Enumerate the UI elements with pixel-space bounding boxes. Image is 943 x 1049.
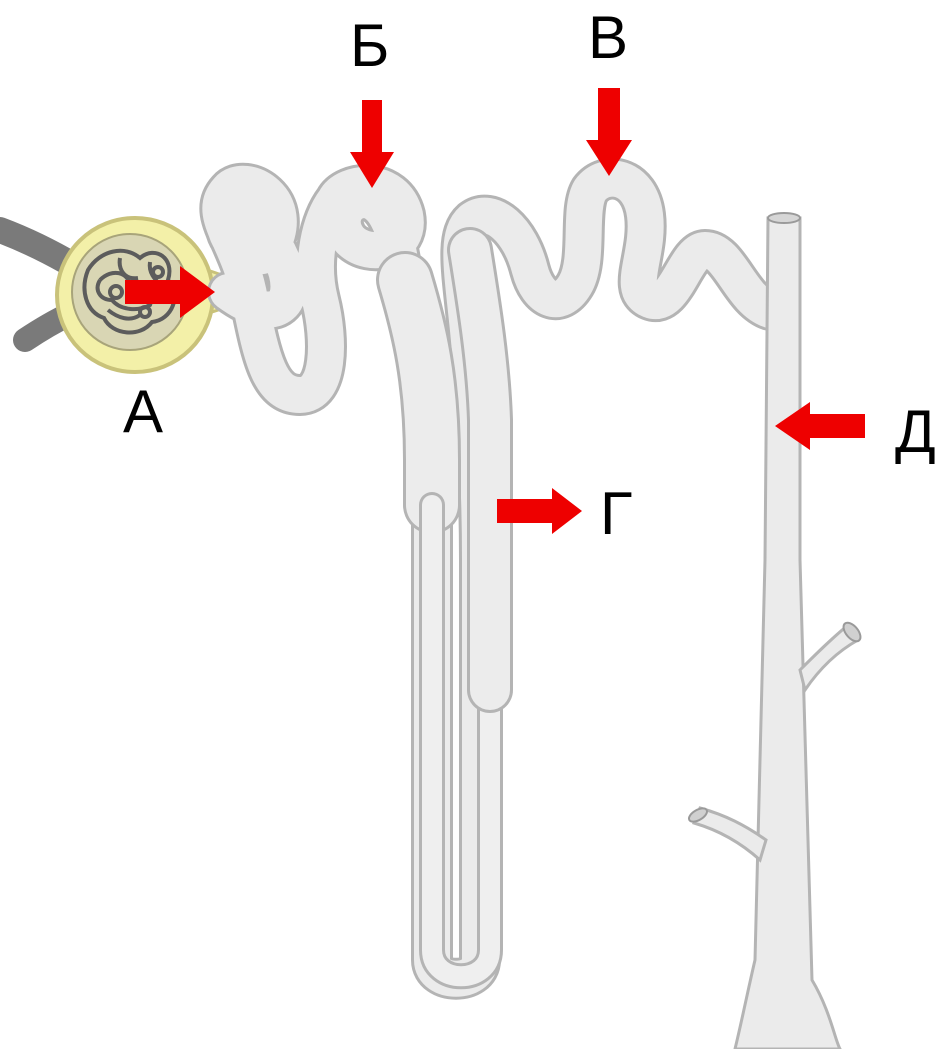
label-a: А xyxy=(123,378,163,445)
label-v: В xyxy=(588,4,628,71)
label-d: Д xyxy=(895,398,936,465)
label-g: Г xyxy=(600,480,633,547)
tubule xyxy=(220,179,770,979)
collecting-duct-outline xyxy=(735,218,840,1049)
label-b: Б xyxy=(350,12,389,79)
collecting-duct xyxy=(687,213,864,1049)
